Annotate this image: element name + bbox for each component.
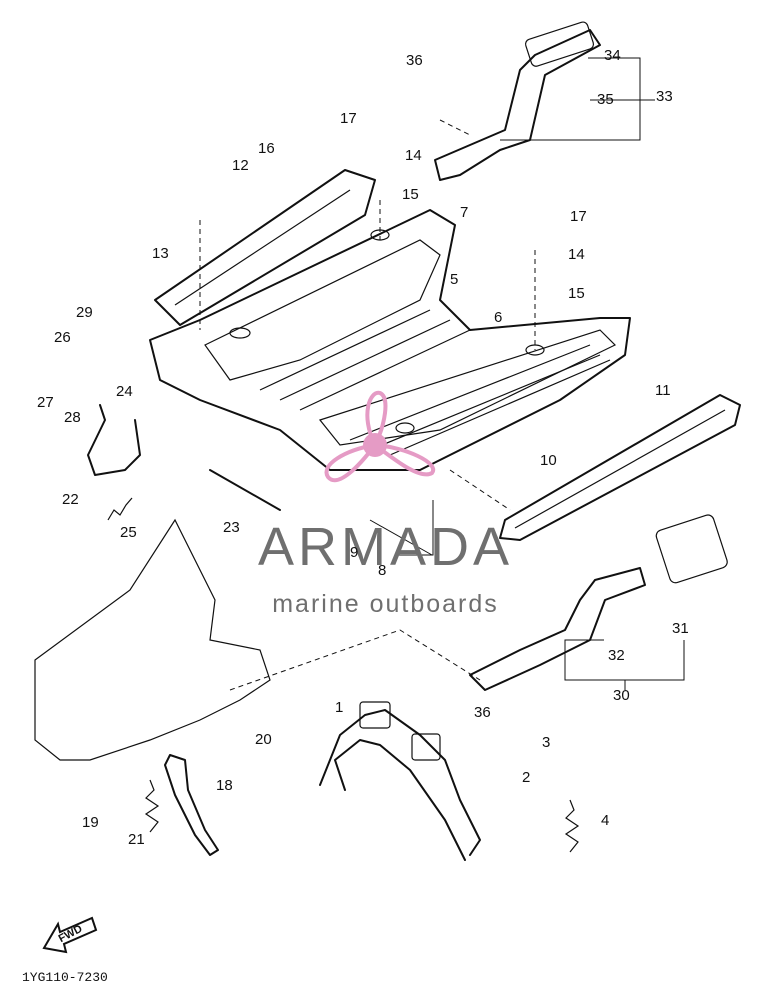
callout-17-right: 17 <box>570 208 587 225</box>
spring-21-part <box>144 779 160 833</box>
callout-30: 30 <box>613 687 630 704</box>
callout-18: 18 <box>216 777 233 794</box>
fwd-arrow-icon <box>42 916 98 954</box>
callout-14-top: 14 <box>405 147 422 164</box>
callout-8: 8 <box>378 562 387 579</box>
footrest-30-part <box>469 567 646 691</box>
callout-23: 23 <box>223 519 240 536</box>
callout-1: 1 <box>335 699 344 716</box>
callout-12: 12 <box>232 157 249 174</box>
bracket-22-part <box>87 404 141 476</box>
callout-27: 27 <box>37 394 54 411</box>
callout-7: 7 <box>460 204 469 221</box>
callout-34: 34 <box>604 47 621 64</box>
engine-outline <box>34 518 271 761</box>
callout-5: 5 <box>450 271 459 288</box>
watermark-tagline: marine outboards <box>272 590 499 618</box>
callout-10: 10 <box>540 452 557 469</box>
footrest-33-part <box>434 29 601 181</box>
callout-36-bottom: 36 <box>474 704 491 721</box>
callout-28: 28 <box>64 409 81 426</box>
callout-3: 3 <box>542 734 551 751</box>
side-rail-11-part <box>499 394 741 541</box>
callout-6: 6 <box>494 309 503 326</box>
callout-35: 35 <box>597 91 614 108</box>
callout-4: 4 <box>601 812 610 829</box>
side-stand-part <box>164 754 219 856</box>
spring-4-part <box>564 799 580 853</box>
callout-19: 19 <box>82 814 99 831</box>
callout-22: 22 <box>62 491 79 508</box>
callout-15-top: 15 <box>402 186 419 203</box>
callout-24: 24 <box>116 383 133 400</box>
callout-25: 25 <box>120 524 137 541</box>
spring-25-part <box>107 497 133 521</box>
callout-13: 13 <box>152 245 169 262</box>
leader-lines <box>199 57 685 691</box>
callout-36-top: 36 <box>406 52 423 69</box>
callout-32: 32 <box>608 647 625 664</box>
callout-31: 31 <box>672 620 689 637</box>
callout-21: 21 <box>128 831 145 848</box>
callout-26: 26 <box>54 329 71 346</box>
watermark-name: ARMADA <box>257 517 514 577</box>
main-stand-part <box>319 709 481 856</box>
callout-20: 20 <box>255 731 272 748</box>
callout-33: 33 <box>656 88 673 105</box>
callout-29: 29 <box>76 304 93 321</box>
armada-logo-icon <box>324 390 436 483</box>
shaft-23-part <box>209 469 281 511</box>
side-rail-13-part <box>154 169 376 326</box>
callout-11: 11 <box>655 382 671 399</box>
diagram-code: 1YG110-7230 <box>22 970 108 985</box>
callout-9: 9 <box>350 544 359 561</box>
callout-14-right: 14 <box>568 246 585 263</box>
callout-16: 16 <box>258 140 275 157</box>
callout-17-top: 17 <box>340 110 357 127</box>
callout-2: 2 <box>522 769 531 786</box>
callout-15-right: 15 <box>568 285 585 302</box>
